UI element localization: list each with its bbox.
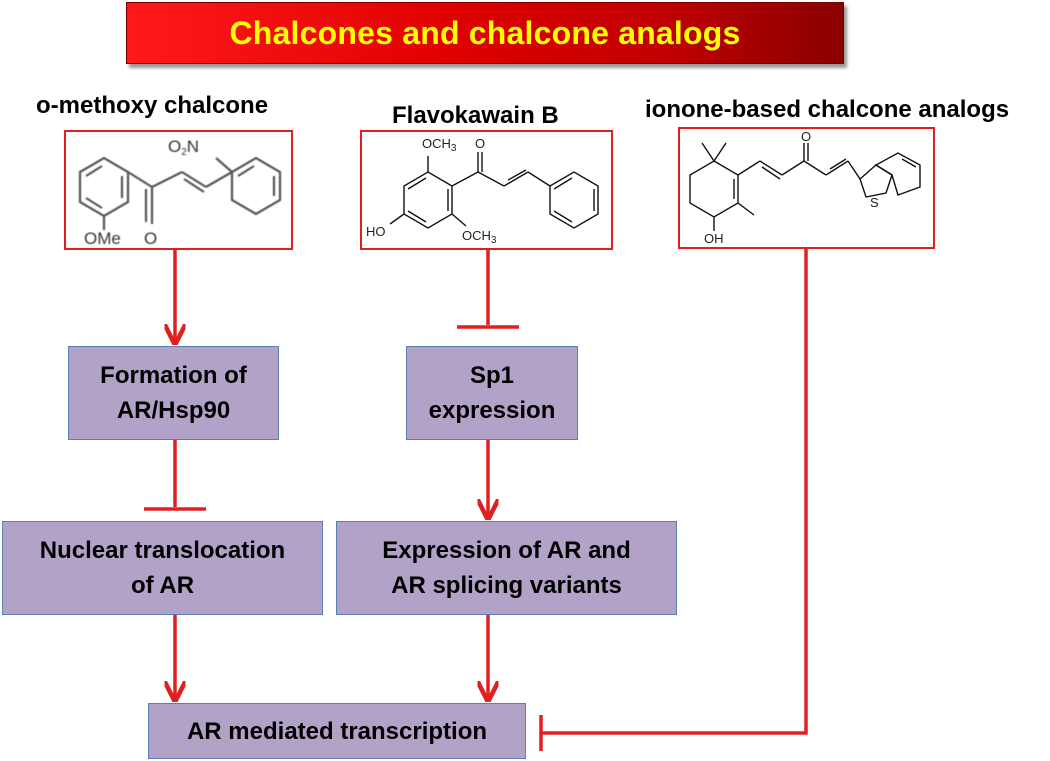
node-nuclear-translocation: Nuclear translocation of AR	[2, 521, 323, 615]
node-sp1-label: Sp1 expression	[428, 362, 556, 424]
node-ar-mediated-transcription: AR mediated transcription	[148, 703, 526, 759]
node-formation-label: Formation of AR/Hsp90	[100, 362, 247, 424]
chem-label-ho: HO	[366, 224, 386, 239]
chem-label-och3-top: OCH3	[422, 136, 457, 154]
node-expression-label: Expression of AR and AR splicing variant…	[382, 537, 631, 599]
inhibit-ionone-to-transcription-line	[541, 249, 808, 735]
diagram-title: Chalcones and chalcone analogs	[229, 14, 741, 51]
node-sp1-expression: Sp1 expression	[406, 346, 578, 440]
chem-label-ome: OMe	[84, 229, 121, 248]
chem-label-o2n: O2N	[168, 137, 199, 158]
chem-label-oh: OH	[704, 231, 724, 246]
chem-label-s: S	[870, 195, 879, 210]
node-transcription-label: AR mediated transcription	[186, 717, 488, 745]
compound-label-o-methoxy: o-methoxy chalcone	[36, 92, 269, 119]
chem-label-och3-bottom: OCH3	[462, 228, 497, 246]
node-ar-expression: Expression of AR and AR splicing variant…	[336, 521, 677, 615]
chem-label-o: O	[144, 229, 157, 248]
chem-label-o: O	[475, 136, 485, 151]
structure-flavokawain-b: OCH3 O HO OCH3	[360, 130, 613, 250]
chem-label-o: O	[801, 129, 811, 144]
compound-label-ionone: ionone-based chalcone analogs	[645, 96, 1010, 123]
structure-ionone-chalcone-analog: O S OH	[678, 127, 935, 249]
structure-o-methoxy-chalcone: O2N OMe O	[64, 130, 293, 250]
node-nuclear-label: Nuclear translocation of AR	[39, 537, 286, 599]
node-formation-ar-hsp90: Formation of AR/Hsp90	[68, 346, 279, 440]
title-banner: Chalcones and chalcone analogs	[126, 2, 844, 64]
compound-label-flavokawain: Flavokawain B	[392, 102, 559, 129]
